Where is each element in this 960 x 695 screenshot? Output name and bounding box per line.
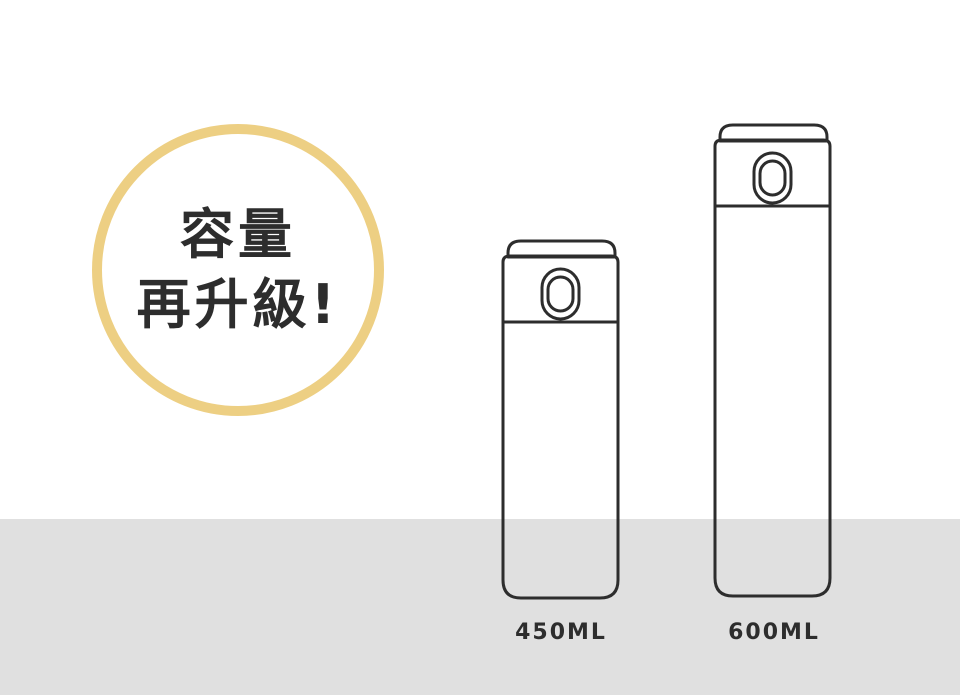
small-bottle-capacity-label: 450ML bbox=[515, 620, 607, 645]
badge-line-2: 再升級! bbox=[136, 273, 340, 336]
large-bottle-cap bbox=[718, 123, 829, 143]
large-bottle-capacity-label: 600ML bbox=[728, 620, 820, 645]
small-bottle-body bbox=[501, 254, 620, 600]
small-bottle bbox=[501, 239, 620, 600]
large-bottle-button-inner bbox=[758, 159, 787, 197]
capacity-badge-text: 容量 再升級! bbox=[92, 124, 384, 416]
floor-band bbox=[0, 519, 960, 695]
small-bottle-cap bbox=[506, 239, 617, 259]
small-bottle-button-inner bbox=[546, 275, 575, 313]
large-bottle bbox=[713, 123, 832, 598]
capacity-badge-ring bbox=[92, 124, 384, 416]
large-bottle-body bbox=[713, 138, 832, 598]
floor-rect bbox=[0, 519, 960, 695]
badge-line-1: 容量 bbox=[180, 203, 296, 266]
